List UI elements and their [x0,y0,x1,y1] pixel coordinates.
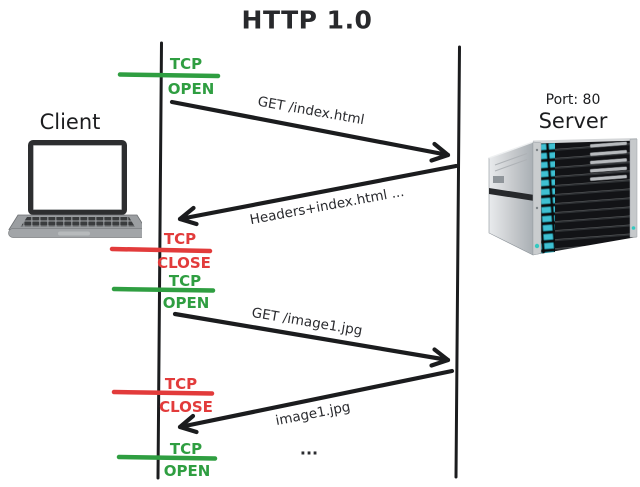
tcp-open-tick-2 [111,286,216,293]
client-label: Client [39,110,101,134]
tcp-event-1-line1: TCP [169,55,203,73]
request-arrow-1 [169,99,451,163]
tcp-event-1-line2: OPEN [167,80,215,98]
server-rack-icon [487,138,640,258]
tcp-event-3-line1: TCP [168,272,202,290]
server-port-label: Port: 80 [545,92,601,108]
tcp-event-2-line2: CLOSE [157,254,211,272]
tcp-event-3-line2: OPEN [162,294,210,312]
tcp-event-5-line1: TCP [169,440,203,458]
server-label: Server [538,109,608,133]
tcp-close-tick-2 [111,389,215,396]
response-arrow-2 [177,368,455,435]
request-arrow-2 [172,311,451,368]
tcp-event-2-line1: TCP [163,230,197,248]
tcp-open-tick-3 [116,454,218,461]
response-arrow-1 [177,163,459,227]
tcp-event-4-line1: TCP [164,375,198,393]
client-lifeline [156,41,163,480]
tcp-event-5-line2: OPEN [163,462,211,480]
continuation-ellipsis: ... [299,439,319,459]
tcp-close-tick-1 [109,246,213,254]
tcp-open-tick-1 [117,72,221,79]
laptop-icon [8,138,147,238]
page-title: HTTP 1.0 [241,5,373,35]
tcp-event-4-line2: CLOSE [159,398,213,416]
server-lifeline [454,45,461,479]
